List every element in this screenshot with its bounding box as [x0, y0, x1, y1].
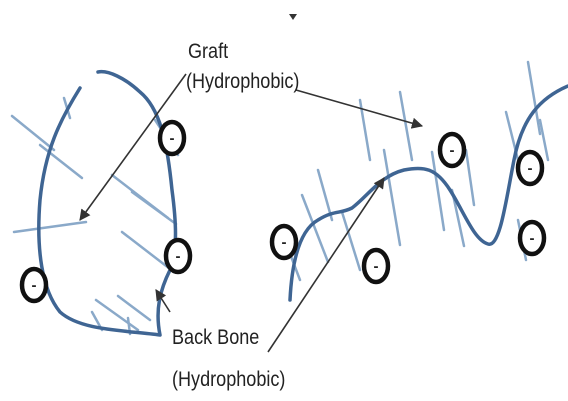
svg-text:-: - — [282, 234, 287, 251]
charge-markers: - - - - - - - - — [22, 122, 544, 301]
graft-chain — [132, 192, 176, 224]
svg-text:-: - — [32, 277, 37, 294]
svg-text:-: - — [176, 248, 181, 265]
negative-charge-icon: - — [440, 134, 464, 166]
graft-chain — [12, 116, 54, 150]
graft-chain — [14, 222, 86, 232]
negative-charge-icon: - — [166, 240, 190, 272]
graft-chain — [432, 152, 444, 230]
negative-charge-icon: - — [520, 222, 544, 254]
negative-charge-icon: - — [518, 152, 542, 184]
graft-chain — [528, 62, 540, 134]
right-grafts — [284, 62, 548, 280]
svg-text:-: - — [374, 258, 379, 275]
caret-down-icon — [289, 14, 297, 20]
backbone-label-sub: (Hydrophobic) — [172, 368, 285, 392]
negative-charge-icon: - — [364, 250, 388, 282]
graft-chain — [96, 300, 138, 330]
svg-text:-: - — [450, 142, 455, 159]
right-backbone — [290, 86, 568, 300]
svg-text:-: - — [530, 230, 535, 247]
graft-chain — [400, 92, 412, 160]
graft-label-sub: (Hydrophobic) — [186, 70, 299, 94]
graft-chain — [466, 150, 474, 205]
graft-chain — [540, 120, 548, 160]
annotation-arrows — [80, 74, 422, 352]
graft-label: Graft — [188, 40, 228, 64]
negative-charge-icon: - — [22, 269, 46, 301]
graft-chain — [384, 150, 400, 245]
graft-chain — [302, 195, 328, 262]
graft-chain — [318, 170, 332, 220]
negative-charge-icon: - — [160, 122, 184, 154]
left-backbone — [39, 72, 176, 335]
backbone-label: Back Bone — [172, 326, 259, 350]
graft-chain — [342, 212, 360, 270]
svg-text:-: - — [170, 130, 175, 147]
svg-text:-: - — [528, 160, 533, 177]
negative-charge-icon: - — [272, 226, 296, 258]
graft-chain — [118, 296, 150, 320]
